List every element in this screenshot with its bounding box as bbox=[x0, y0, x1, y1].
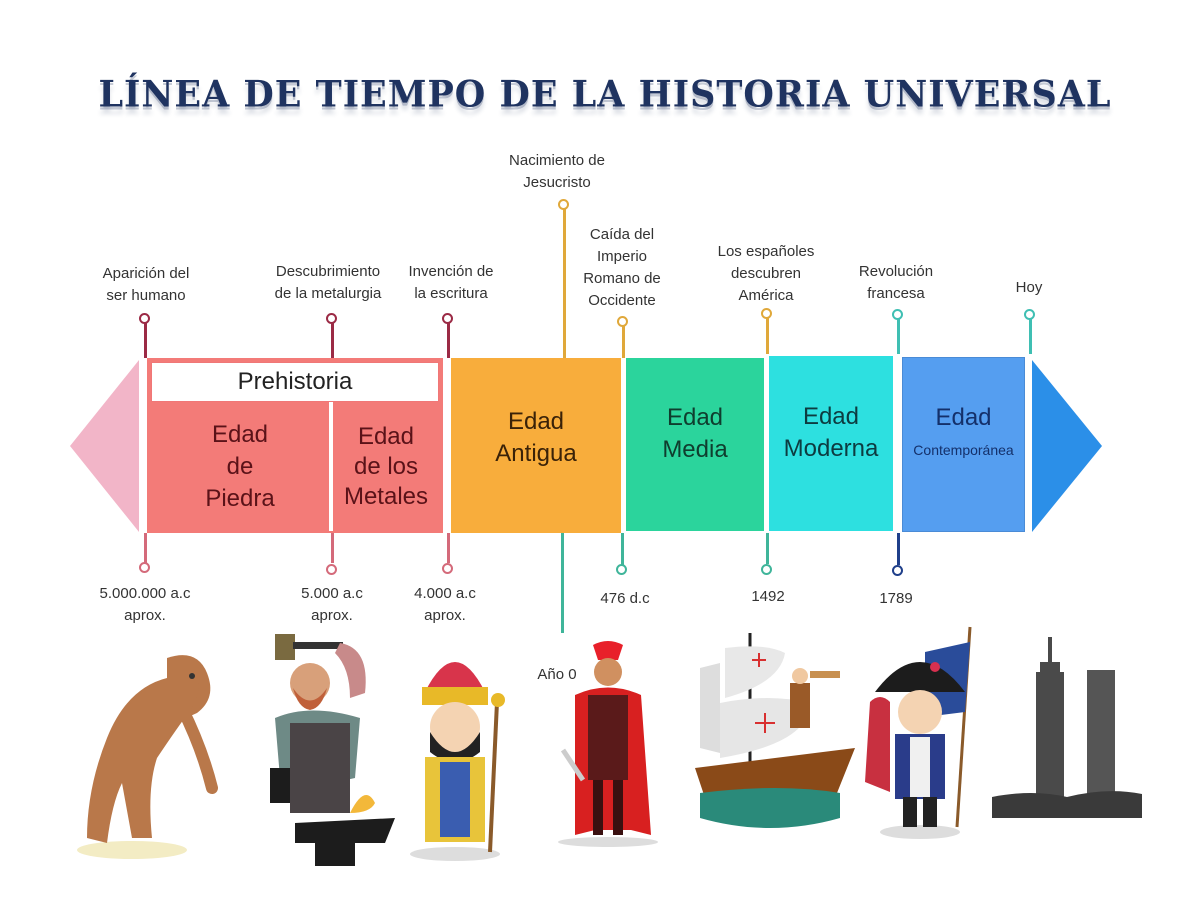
pin-icon bbox=[616, 564, 627, 575]
event-label-line: la escritura bbox=[414, 285, 488, 302]
period-middle-ages: Edad Media bbox=[626, 358, 764, 531]
pin-icon bbox=[442, 563, 453, 574]
date-label-line: 476 d.c bbox=[600, 590, 650, 607]
skyscrapers-illustration bbox=[992, 637, 1142, 818]
event-label-french-revolution: Revolución francesa bbox=[859, 261, 933, 305]
period-label: de bbox=[226, 452, 254, 480]
timeline-stem bbox=[331, 322, 334, 358]
date-label-line: aprox. bbox=[311, 607, 353, 624]
timeline-stem bbox=[144, 533, 147, 563]
period-label: Moderna bbox=[783, 434, 879, 462]
event-label-line: Aparición del bbox=[102, 265, 190, 282]
event-label-human-appearance: Aparición del ser humano bbox=[103, 263, 190, 307]
period-label: Edad bbox=[666, 403, 724, 431]
caravel-ship-illustration bbox=[695, 633, 855, 828]
pin-icon bbox=[761, 564, 772, 575]
timeline-stem bbox=[1029, 318, 1032, 354]
event-label-rome-fall: Caída del Imperio Romano de Occidente bbox=[583, 224, 661, 312]
timeline-stem bbox=[561, 533, 564, 633]
event-label-line: Revolución bbox=[858, 263, 934, 280]
timeline-stem bbox=[897, 533, 900, 565]
date-label-writing: 4.000 a.c aprox. bbox=[414, 583, 476, 627]
event-label-line: francesa bbox=[867, 285, 925, 302]
event-label-line: América bbox=[738, 287, 794, 304]
event-label-line: Jesucristo bbox=[523, 174, 591, 191]
event-label-line: Romano de bbox=[583, 270, 661, 287]
divider bbox=[329, 402, 333, 531]
date-label-human-appearance: 5.000.000 a.c aprox. bbox=[100, 583, 191, 627]
event-label-line: ser humano bbox=[106, 287, 186, 304]
period-label: Media bbox=[662, 435, 728, 463]
pin-icon bbox=[892, 565, 903, 576]
timeline-stem bbox=[331, 533, 334, 563]
date-label-year-zero: Año 0 bbox=[537, 664, 576, 686]
event-label-line: Imperio bbox=[596, 248, 648, 265]
date-label-line: 1789 bbox=[879, 590, 913, 607]
timeline-stem bbox=[563, 208, 566, 358]
timeline-stem bbox=[766, 533, 769, 564]
period-label: de los bbox=[353, 452, 419, 480]
date-label-line: aprox. bbox=[424, 607, 466, 624]
start-arrow-icon bbox=[70, 360, 139, 532]
event-label-line: Descubrimiento bbox=[275, 263, 381, 280]
period-label: Edad bbox=[802, 402, 860, 430]
event-label-metallurgy: Descubrimiento de la metalurgia bbox=[275, 261, 382, 305]
timeline-stem bbox=[447, 533, 450, 563]
timeline-stem bbox=[897, 318, 900, 354]
period-stone-age: Edad de Piedra bbox=[151, 402, 329, 531]
event-label-writing: Invención de la escritura bbox=[408, 261, 493, 305]
timeline-stem bbox=[144, 322, 147, 358]
timeline-stem bbox=[621, 533, 624, 565]
event-label-line: descubren bbox=[730, 265, 802, 282]
event-label-jesus-birth: Nacimiento de Jesucristo bbox=[509, 150, 605, 194]
end-arrow-icon bbox=[1032, 360, 1102, 532]
period-label: Piedra bbox=[205, 484, 275, 512]
period-label: Edad bbox=[935, 403, 992, 431]
period-label: Edad bbox=[507, 407, 565, 435]
event-label-line: Invención de bbox=[408, 263, 494, 280]
period-metal-age: Edad de los Metales bbox=[333, 402, 439, 531]
event-label-line: Hoy bbox=[1015, 279, 1043, 296]
event-label-america-discovery: Los españoles descubren América bbox=[718, 241, 815, 307]
event-label-line: Caída del bbox=[589, 226, 655, 243]
period-label: Edad bbox=[357, 422, 415, 450]
event-label-line: Occidente bbox=[588, 292, 656, 309]
date-label-1789: 1789 bbox=[879, 588, 912, 610]
date-label-line: 4.000 a.c bbox=[414, 585, 476, 602]
timeline-stem bbox=[766, 317, 769, 354]
date-label-line: 5.000.000 a.c bbox=[99, 585, 191, 602]
event-label-line: Nacimiento de bbox=[509, 152, 605, 169]
period-contemporary-age: Edad Contemporánea bbox=[902, 357, 1025, 532]
date-label-476: 476 d.c bbox=[600, 588, 649, 610]
prehistory-header: Prehistoria bbox=[151, 362, 439, 402]
event-label-line: Los españoles bbox=[717, 243, 815, 260]
event-label-line: de la metalurgia bbox=[274, 285, 382, 302]
blacksmith-illustration bbox=[270, 634, 395, 866]
period-ancient-age: Edad Antigua bbox=[451, 358, 621, 533]
page-title: LÍNEA DE TIEMPO DE LA HISTORIA UNIVERSAL bbox=[98, 72, 1112, 117]
date-label-line: 1492 bbox=[751, 588, 785, 605]
event-label-today: Hoy bbox=[1016, 277, 1043, 299]
napoleon-soldier-illustration bbox=[865, 626, 972, 839]
early-human-illustration bbox=[77, 655, 218, 859]
date-label-line: Año 0 bbox=[537, 666, 577, 683]
date-label-1492: 1492 bbox=[751, 586, 784, 608]
period-modern-age: Edad Moderna bbox=[769, 356, 893, 531]
pin-icon bbox=[139, 562, 150, 573]
period-label: Contemporánea bbox=[913, 441, 1014, 458]
timeline-stem bbox=[447, 322, 450, 358]
period-label: Metales bbox=[343, 482, 429, 510]
pin-icon bbox=[326, 564, 337, 575]
period-label: Edad bbox=[211, 420, 269, 448]
period-label: Antigua bbox=[495, 439, 577, 467]
date-label-line: aprox. bbox=[124, 607, 166, 624]
timeline-stem bbox=[622, 325, 625, 358]
ancient-king-illustration bbox=[410, 662, 505, 861]
roman-soldier-illustration bbox=[558, 641, 658, 847]
date-label-metallurgy: 5.000 a.c aprox. bbox=[301, 583, 363, 627]
date-label-line: 5.000 a.c bbox=[301, 585, 363, 602]
